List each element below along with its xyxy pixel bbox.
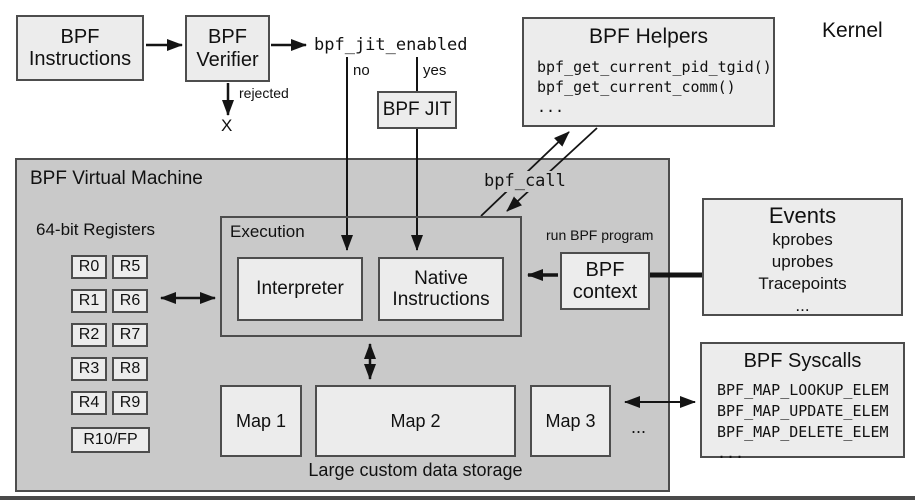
yes-branch-label: yes [423, 62, 447, 79]
event-item: Tracepoints [758, 273, 847, 293]
syscall-item: BPF_MAP_DELETE_ELEM [717, 423, 889, 442]
helper-item: bpf_get_current_comm() [537, 77, 736, 96]
syscall-item: ... [717, 444, 745, 463]
execution-box [220, 216, 522, 337]
bpf-jit-label: BPF JIT [382, 99, 452, 121]
bpf-verifier-box: BPF Verifier [185, 15, 270, 82]
bpf-jit-box: BPF JIT [377, 91, 457, 129]
helper-item: bpf_get_current_pid_tgid() [537, 57, 772, 76]
map-3-box: Map 3 [530, 385, 611, 457]
no-branch-label: no [353, 62, 370, 79]
register-r0: R0 [71, 255, 107, 279]
kernel-label: Kernel [822, 19, 883, 42]
bpf-context-label: BPF context [572, 258, 638, 303]
bpf-context-box: BPF context [560, 252, 650, 310]
rejected-label: rejected [239, 85, 289, 101]
interpreter-label: Interpreter [256, 278, 344, 300]
interpreter-box: Interpreter [237, 257, 363, 321]
bpf-instructions-label: BPF Instructions [28, 25, 132, 70]
bpf-helpers-box: BPF Helpers bpf_get_current_pid_tgid() b… [522, 17, 775, 127]
register-r9: R9 [112, 391, 148, 415]
bpf-jit-enabled-label: bpf_jit_enabled [314, 35, 468, 55]
native-instructions-label: Native Instructions [392, 267, 490, 310]
vm-title: BPF Virtual Machine [30, 168, 203, 189]
events-title: Events [768, 203, 837, 228]
register-r10-fp: R10/FP [71, 427, 150, 453]
syscall-item: BPF_MAP_LOOKUP_ELEM [717, 381, 889, 400]
event-item: uprobes [771, 251, 834, 271]
syscall-item: BPF_MAP_UPDATE_ELEM [717, 402, 889, 421]
events-box: Events kprobes uprobes Tracepoints ... [702, 198, 903, 316]
register-r2: R2 [71, 323, 107, 347]
execution-title: Execution [230, 222, 305, 241]
event-item: kprobes [772, 229, 833, 249]
helper-item: ... [537, 97, 565, 116]
bpf-call-label: bpf_call [482, 171, 568, 192]
register-r6: R6 [112, 289, 148, 313]
event-item: ... [795, 295, 810, 315]
bpf-syscalls-title: BPF Syscalls [743, 350, 862, 372]
bpf-syscalls-box: BPF Syscalls BPF_MAP_LOOKUP_ELEM BPF_MAP… [700, 342, 905, 462]
registers-title: 64-bit Registers [36, 220, 156, 239]
register-r3: R3 [71, 357, 107, 381]
rejected-x-mark: X [221, 116, 233, 135]
map-2-box: Map 2 [315, 385, 516, 457]
bpf-helpers-title: BPF Helpers [588, 25, 709, 48]
bpf-instructions-box: BPF Instructions [16, 15, 144, 81]
register-r1: R1 [71, 289, 107, 313]
register-r8: R8 [112, 357, 148, 381]
storage-caption: Large custom data storage [308, 460, 523, 480]
maps-ellipsis: ... [631, 417, 647, 437]
native-instructions-box: Native Instructions [378, 257, 504, 321]
map-1-box: Map 1 [220, 385, 302, 457]
run-bpf-program-label: run BPF program [546, 227, 654, 243]
register-r7: R7 [112, 323, 148, 347]
register-r4: R4 [71, 391, 107, 415]
bpf-verifier-label: BPF Verifier [196, 26, 259, 71]
bottom-divider [0, 496, 915, 500]
register-r5: R5 [112, 255, 148, 279]
